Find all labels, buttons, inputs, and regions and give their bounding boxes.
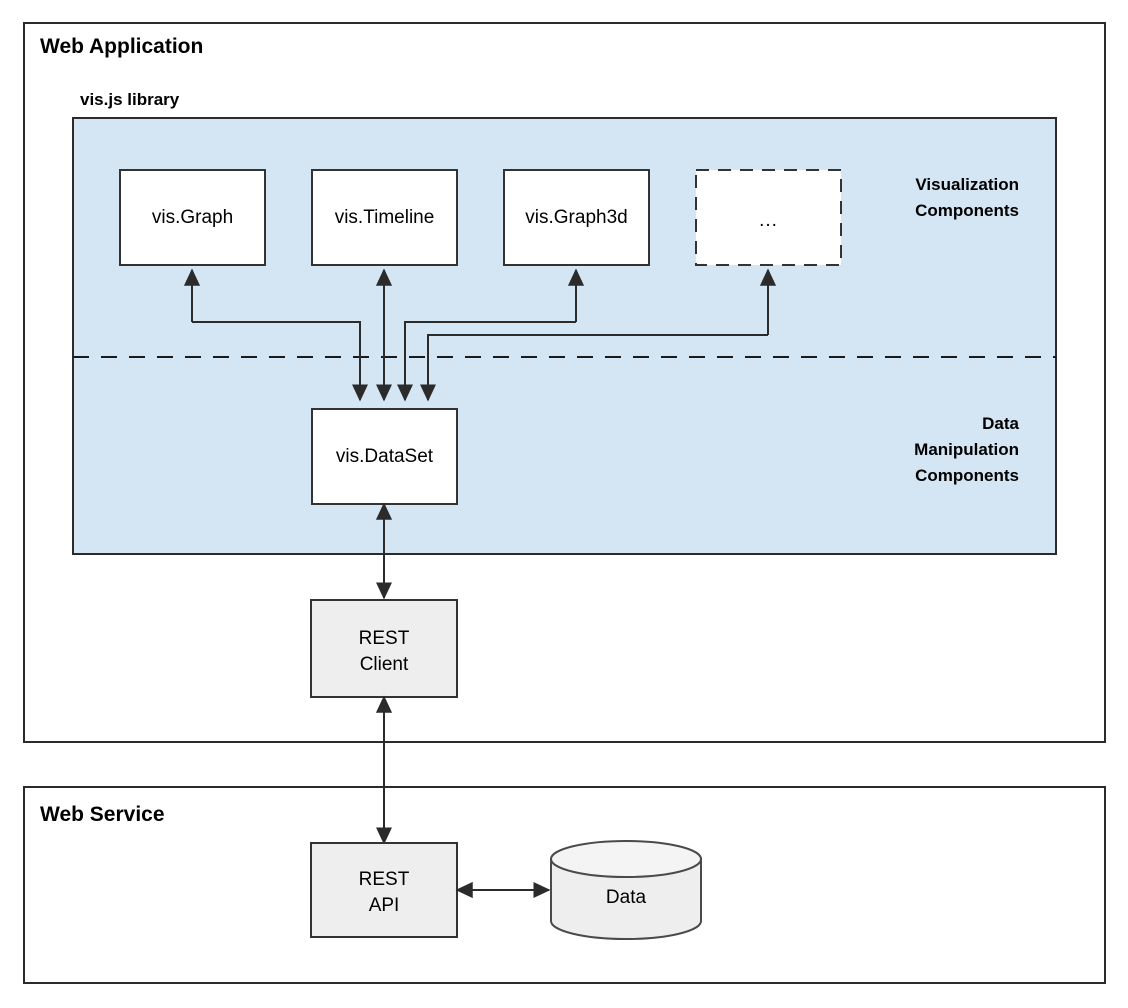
svg-text:Visualization: Visualization bbox=[915, 175, 1019, 194]
svg-text:Data: Data bbox=[982, 414, 1019, 433]
vis-js-library-title: vis.js library bbox=[80, 90, 180, 109]
data-manipulation-components-label: Data Manipulation Components bbox=[914, 414, 1019, 485]
node-more-components-label: ... bbox=[759, 210, 778, 231]
svg-text:Components: Components bbox=[915, 466, 1019, 485]
connector-vis-graph-down bbox=[192, 321, 369, 402]
node-rest-api-label-line1: REST bbox=[359, 869, 410, 890]
node-rest-client[interactable]: REST Client bbox=[310, 599, 458, 698]
connector-vis-graph3d-down bbox=[396, 321, 576, 402]
node-vis-dataset-label: vis.DataSet bbox=[336, 446, 434, 467]
node-rest-client-label-line1: REST bbox=[359, 628, 410, 649]
web-application-title: Web Application bbox=[40, 35, 203, 58]
node-vis-graph[interactable]: vis.Graph bbox=[119, 169, 266, 266]
connector-more-components-down bbox=[419, 334, 768, 402]
node-vis-timeline-label: vis.Timeline bbox=[335, 207, 435, 228]
svg-text:Components: Components bbox=[915, 201, 1019, 220]
node-data-store[interactable]: Data bbox=[550, 840, 702, 940]
node-vis-graph-label: vis.Graph bbox=[152, 207, 233, 228]
node-data-store-label: Data bbox=[606, 887, 647, 908]
web-service-title: Web Service bbox=[40, 803, 165, 826]
node-more-components[interactable]: ... bbox=[695, 169, 842, 266]
node-vis-timeline[interactable]: vis.Timeline bbox=[311, 169, 458, 266]
node-rest-api-label-line2: API bbox=[369, 895, 400, 916]
node-vis-graph3d[interactable]: vis.Graph3d bbox=[503, 169, 650, 266]
svg-text:Manipulation: Manipulation bbox=[914, 440, 1019, 459]
visualization-components-label: Visualization Components bbox=[915, 175, 1019, 220]
node-vis-dataset[interactable]: vis.DataSet bbox=[311, 408, 458, 505]
node-vis-graph3d-label: vis.Graph3d bbox=[525, 207, 627, 228]
node-rest-api[interactable]: REST API bbox=[310, 842, 458, 938]
node-rest-client-label-line2: Client bbox=[360, 654, 409, 675]
